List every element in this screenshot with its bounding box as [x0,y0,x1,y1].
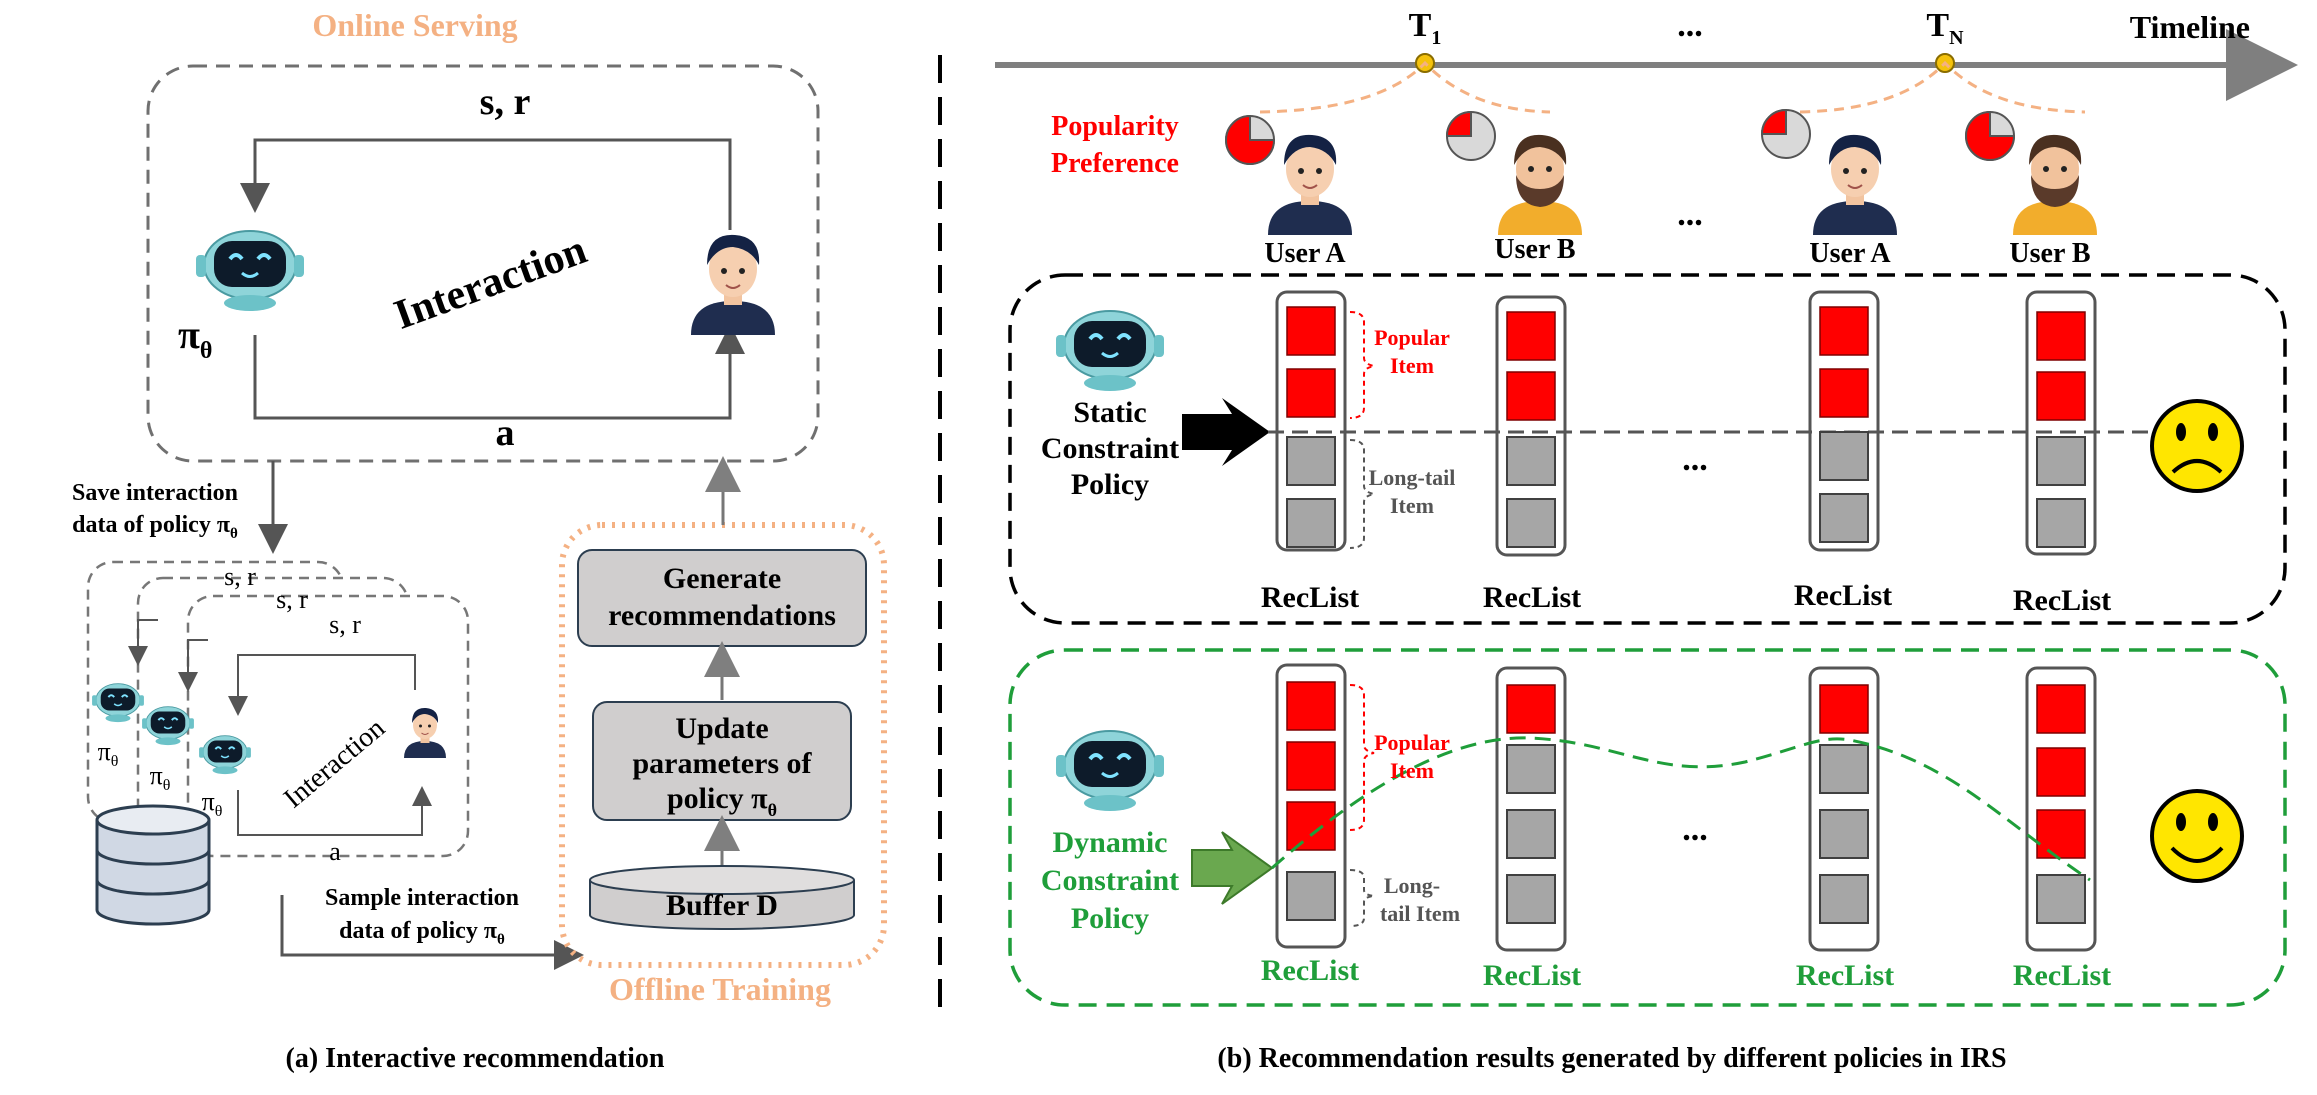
buffer-label: Buffer D [666,889,778,922]
tn-label: TN [1926,7,1964,49]
update-label-3: policy πθ [667,782,777,820]
longtail-brace [1349,439,1375,549]
user-icon [1498,134,1582,235]
longtail-brace [1349,869,1375,927]
reclist-label: RecList [1261,954,1359,987]
stack-action-label: a [329,837,341,866]
dynamic-label-3: Policy [1071,902,1149,935]
user-icon [1812,133,1898,236]
static-policy-box [1008,273,2287,625]
pie-icon [1225,114,1276,165]
sample-label: Sample interaction [325,885,519,911]
static-label-1: Static [1073,396,1146,429]
pie-icon [1760,108,1811,159]
user-icon [690,233,776,336]
popular-item-label-2: Item [1390,353,1434,378]
online-serving-box [146,64,820,463]
online-serving-label: Online Serving [312,7,517,43]
dynamic-label-2: Constraint [1041,864,1179,897]
action-label: a [496,412,515,454]
pie-icon [1445,110,1496,161]
user-icon [1267,133,1353,236]
sample-arrow [280,895,584,970]
user-a-label: User A [1809,238,1891,269]
generate-label-2: recommendations [608,599,836,632]
sad-face-icon [2150,399,2244,493]
buffer-cylinder [589,865,855,930]
robot-icon [194,229,306,313]
popular-item-label-2: Item [1390,758,1434,783]
reclist-label: RecList [1796,959,1894,992]
user-b-label: User B [2009,238,2090,269]
caption-b: (b) Recommendation results generated by … [1217,1043,2006,1074]
user-icon [2013,134,2097,235]
t1-label: T1 [1409,7,1442,49]
arrow-icon [1191,831,1274,905]
reclist-label: RecList [2013,584,2111,617]
user-b-label: User B [1494,234,1575,265]
svg-text:πθ: πθ [202,787,223,820]
longtail-label-1: Long- [1384,873,1440,898]
dynamic-label-1: Dynamic [1053,826,1168,859]
timeline-label: Timeline [2130,9,2250,45]
static-reclists [1275,290,2097,557]
action-arrow [253,324,745,420]
pie-icon [1965,110,2016,161]
robot-icon [1054,729,1166,813]
svg-text:πθ: πθ [98,737,119,770]
popularity-label-2: Preference [1051,148,1179,179]
longtail-label-2: Item [1390,493,1434,518]
save-label-2: data of policy πθ [72,512,238,542]
popular-item-label-1: Popular [1374,325,1450,350]
arrow-icon [1182,398,1270,466]
interaction-label: Interaction [388,227,592,339]
reclist-label: RecList [2013,959,2111,992]
stack-sr-1: s, r [224,562,256,591]
dynamic-policy-box [1008,648,2287,1007]
svg-text:πθ: πθ [150,761,171,794]
reclist-label: RecList [1261,581,1359,614]
happy-face-icon [2150,789,2244,883]
reclist-label: RecList [1794,579,1892,612]
caption-a: (a) Interactive recommendation [286,1043,665,1074]
panel-a: Online Serving s, r a πθ Interaction Sav… [72,7,887,1074]
reclist-label: RecList [1483,959,1581,992]
user-a-label: User A [1264,238,1346,269]
tn-link [1799,60,2086,114]
static-ellipsis: ... [1682,441,1708,478]
sample-label-2: data of policy πθ [339,918,505,948]
popular-brace [1349,684,1375,831]
popularity-label-1: Popularity [1051,111,1179,142]
generate-label-1: Generate [663,562,781,595]
stack-sr-3: s, r [329,610,361,639]
policy-label: πθ [178,312,212,364]
save-label: Save interaction [72,480,238,506]
static-label-2: Constraint [1041,432,1179,465]
static-label-3: Policy [1071,468,1149,501]
state-reward-arrow [240,138,732,230]
popular-item-label-1: Popular [1374,730,1450,755]
panel-b: Timeline T1 TN ... Popularity Preference [995,7,2298,1074]
dynamic-reclists [1275,663,2097,952]
users-ellipsis: ... [1677,196,1703,233]
stack-sr-2: s, r [276,585,308,614]
update-label-2: parameters of [632,747,812,780]
state-reward-label: s, r [480,81,531,123]
t1-link [1259,60,1551,114]
longtail-label-2: tail Item [1380,901,1460,926]
update-label-1: Update [675,712,768,745]
dynamic-ellipsis: ... [1682,811,1708,848]
reclist-label: RecList [1483,581,1581,614]
offline-training-label: Offline Training [609,971,831,1007]
popular-brace [1349,311,1375,419]
dynamic-threshold [1271,736,2091,882]
data-stack: s, r s, r s, r πθ πθ πθ Interaction a [86,560,470,866]
timeline-ellipsis: ... [1677,7,1703,44]
robot-icon [1054,309,1166,393]
database-icon [95,804,211,926]
longtail-label-1: Long-tail [1369,465,1456,490]
